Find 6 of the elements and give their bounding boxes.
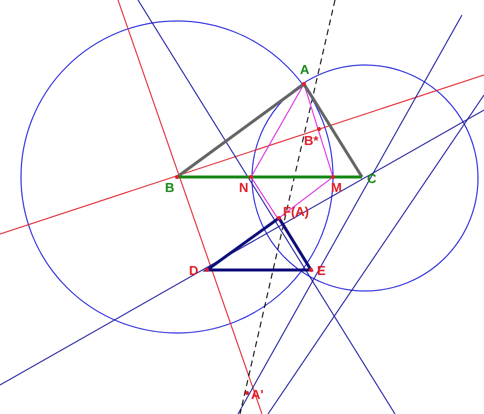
point-label: N (239, 181, 248, 194)
point-label: B (165, 181, 174, 194)
point-label: B* (304, 134, 318, 147)
point-label: D (189, 264, 198, 277)
point-label: E (317, 264, 326, 277)
point-label: A (300, 63, 310, 76)
